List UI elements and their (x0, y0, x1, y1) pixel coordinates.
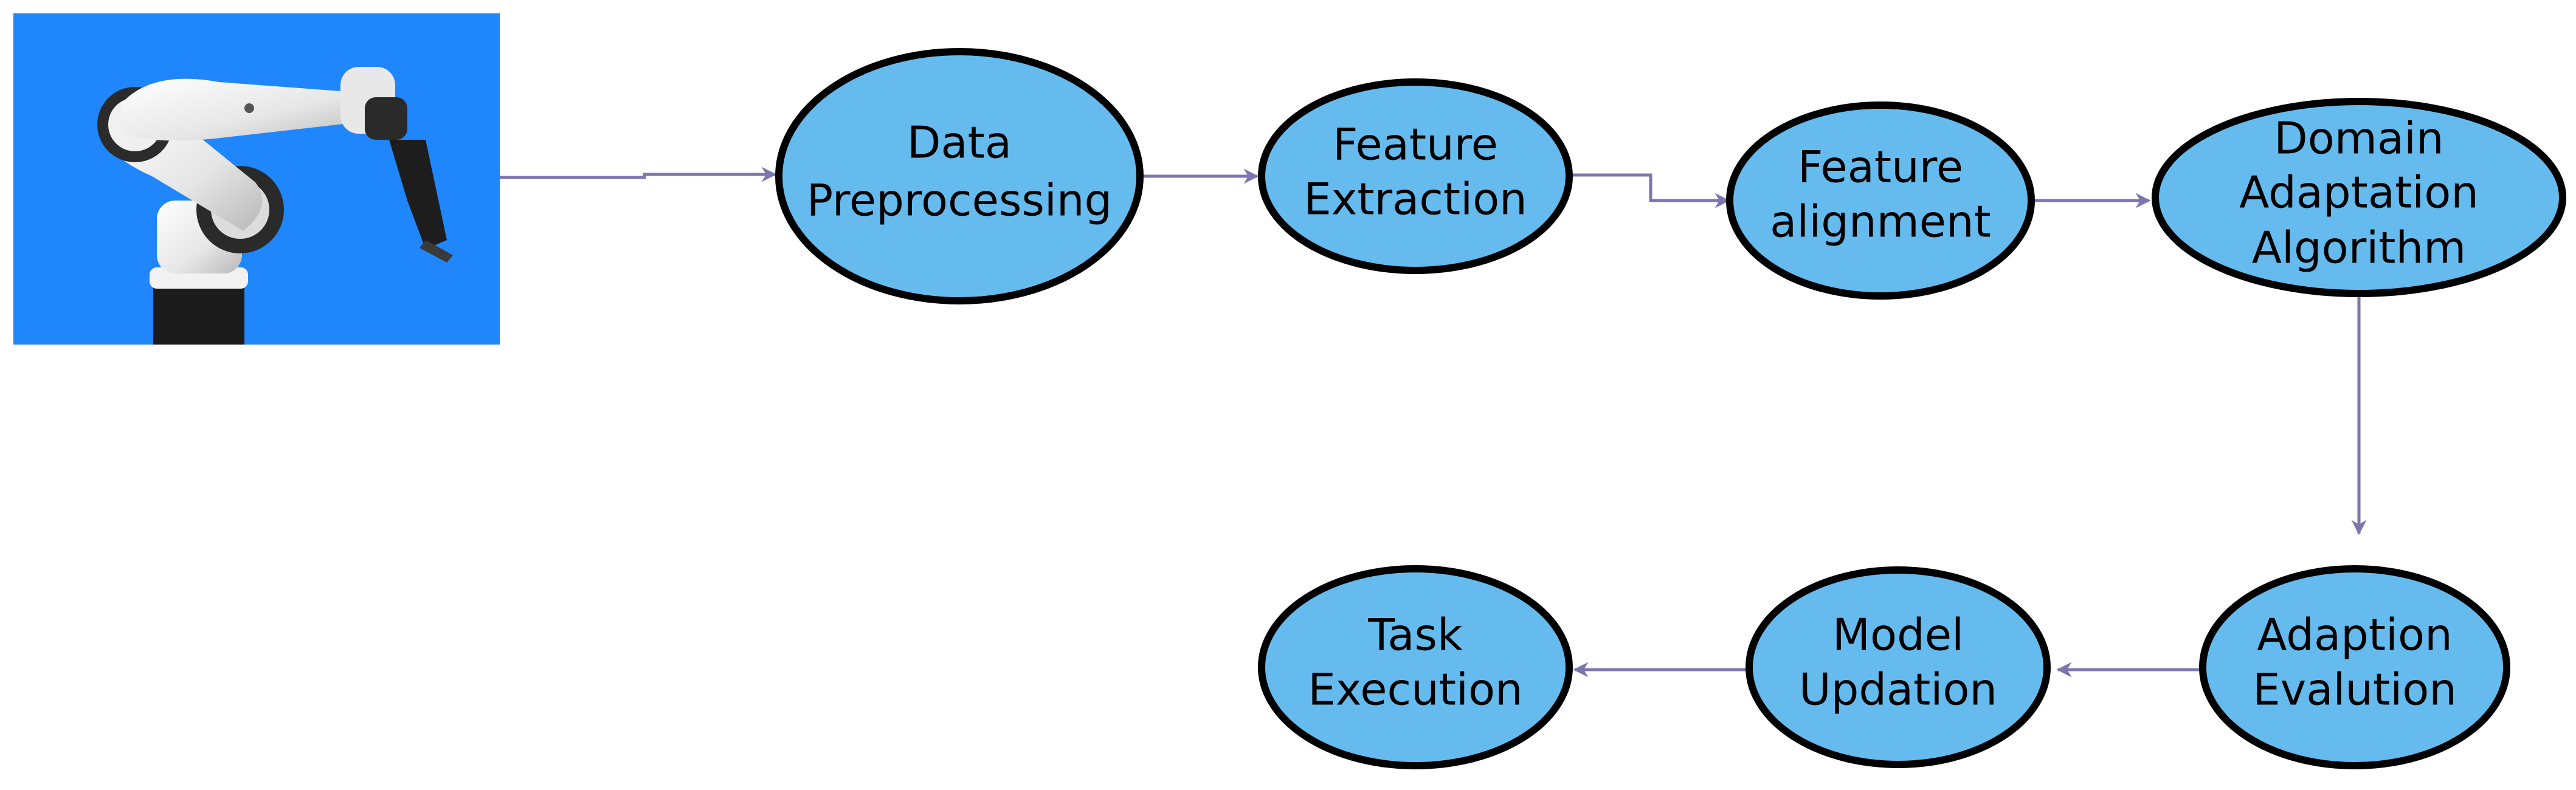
connector-feature-extraction-to-feature-alignment (1572, 173, 1730, 208)
node-ellipse (1258, 565, 1573, 769)
node-label-line: Data (907, 117, 1012, 168)
node-label-line: Algorithm (2252, 222, 2467, 273)
node-adaption-evaluation: Adaption Evalution (2199, 565, 2510, 769)
arm-forearm-link (122, 78, 366, 141)
node-label-line: Feature (1798, 142, 1963, 193)
node-label-line: Model (1832, 610, 1964, 661)
node-data-preprocessing: Data Preprocessing (775, 48, 1144, 304)
node-ellipse (1746, 566, 2051, 768)
robot-arm-image (13, 13, 500, 345)
node-label-line: Extraction (1304, 174, 1527, 225)
arm-wrist-ring (365, 97, 407, 140)
node-feature-extraction: Feature Extraction (1258, 78, 1573, 274)
node-label-line: Task (1367, 610, 1463, 661)
node-ellipse (1726, 101, 2035, 300)
node-label-line: Adaption (2257, 610, 2452, 661)
node-label-line: Feature (1333, 119, 1498, 170)
node-label-line: Evalution (2253, 664, 2457, 715)
node-feature-alignment: Feature alignment (1726, 101, 2035, 300)
node-ellipse (2199, 565, 2510, 769)
node-ellipse (775, 48, 1144, 304)
node-ellipse (2152, 98, 2566, 297)
node-label-line: Execution (1308, 664, 1522, 715)
node-model-updation: Model Updation (1746, 566, 2051, 768)
node-label-line: Preprocessing (807, 175, 1113, 226)
arm-logo-mark (244, 103, 254, 113)
node-label-line: Adaptation (2239, 167, 2479, 218)
node-label-line: Domain (2274, 113, 2443, 164)
arm-gripper (389, 140, 447, 249)
node-domain-adaptation: Domain Adaptation Algorithm (2152, 98, 2566, 297)
node-label-line: Updation (1799, 664, 1997, 715)
node-ellipse (1258, 78, 1573, 274)
node-label-line: alignment (1770, 196, 1991, 247)
connector-image-to-data-preprocessing (500, 167, 777, 182)
arm-gripper-finger (420, 240, 453, 263)
node-task-execution: Task Execution (1258, 565, 1573, 769)
